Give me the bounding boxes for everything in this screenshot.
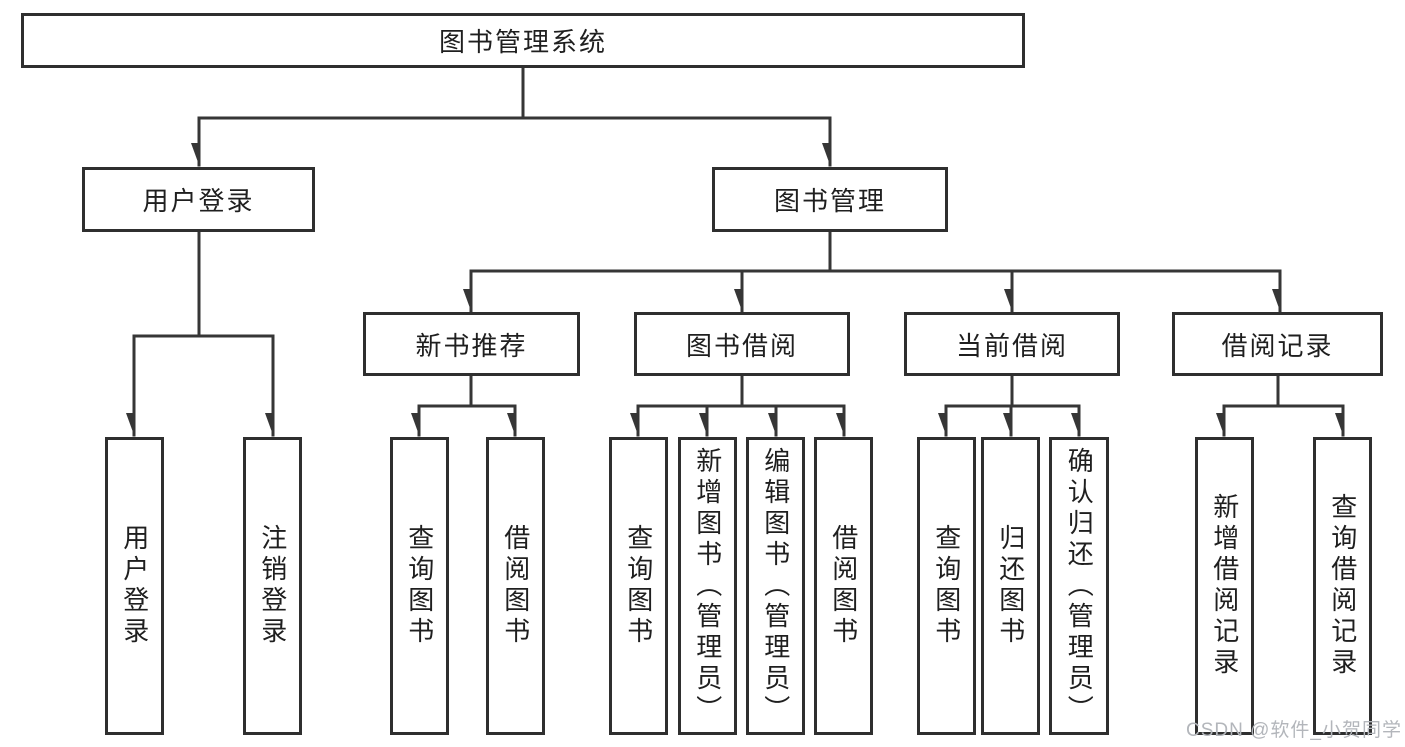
node-new-book-recommend: 新书推荐	[363, 312, 580, 376]
node-user-login: 用户登录	[82, 167, 315, 232]
leaf-confirm-return-admin-label: 确认归还（管理员）	[1064, 446, 1095, 726]
leaf-query-books-recommend-label: 查询图书	[404, 524, 435, 648]
leaf-query-borrow-record: 查询借阅记录	[1313, 437, 1372, 735]
leaf-confirm-return-admin: 确认归还（管理员）	[1049, 437, 1109, 735]
root-node-label: 图书管理系统	[438, 27, 607, 57]
leaf-add-books-admin: 新增图书（管理员）	[678, 437, 737, 735]
node-book-management: 图书管理	[712, 167, 948, 232]
leaf-borrow-books-borrowing-label: 借阅图书	[828, 524, 859, 648]
node-borrow-records: 借阅记录	[1172, 312, 1383, 376]
leaf-query-books-current: 查询图书	[917, 437, 976, 735]
leaf-borrow-books-borrowing: 借阅图书	[814, 437, 873, 735]
node-book-borrowing: 图书借阅	[634, 312, 850, 376]
node-borrow-records-label: 借阅记录	[1221, 330, 1334, 361]
leaf-return-books: 归还图书	[981, 437, 1040, 735]
leaf-query-books-recommend: 查询图书	[390, 437, 449, 735]
node-current-borrowing-label: 当前借阅	[955, 330, 1068, 361]
root-node: 图书管理系统	[21, 13, 1025, 68]
leaf-user-login-label: 用户登录	[119, 524, 150, 648]
node-user-login-label: 用户登录	[142, 186, 255, 216]
node-book-borrowing-label: 图书借阅	[685, 330, 798, 361]
leaf-query-books-current-label: 查询图书	[931, 524, 962, 648]
leaf-query-books-borrowing-label: 查询图书	[623, 524, 654, 648]
leaf-edit-books-admin-label: 编辑图书（管理员）	[760, 446, 791, 726]
leaf-add-books-admin-label: 新增图书（管理员）	[692, 446, 723, 726]
watermark: CSDN @软件_小贺同学	[1186, 720, 1402, 741]
leaf-edit-books-admin: 编辑图书（管理员）	[746, 437, 805, 735]
leaf-add-borrow-record-label: 新增借阅记录	[1209, 493, 1240, 679]
leaf-logout-label: 注销登录	[257, 524, 288, 648]
node-book-management-label: 图书管理	[773, 186, 886, 216]
node-new-book-recommend-label: 新书推荐	[415, 330, 528, 361]
leaf-logout: 注销登录	[243, 437, 302, 735]
leaf-borrow-books-recommend: 借阅图书	[486, 437, 545, 735]
leaf-query-borrow-record-label: 查询借阅记录	[1327, 493, 1358, 679]
leaf-borrow-books-recommend-label: 借阅图书	[500, 524, 531, 648]
node-current-borrowing: 当前借阅	[904, 312, 1120, 376]
leaf-query-books-borrowing: 查询图书	[609, 437, 668, 735]
leaf-user-login: 用户登录	[105, 437, 164, 735]
leaf-add-borrow-record: 新增借阅记录	[1195, 437, 1254, 735]
leaf-return-books-label: 归还图书	[995, 524, 1026, 648]
